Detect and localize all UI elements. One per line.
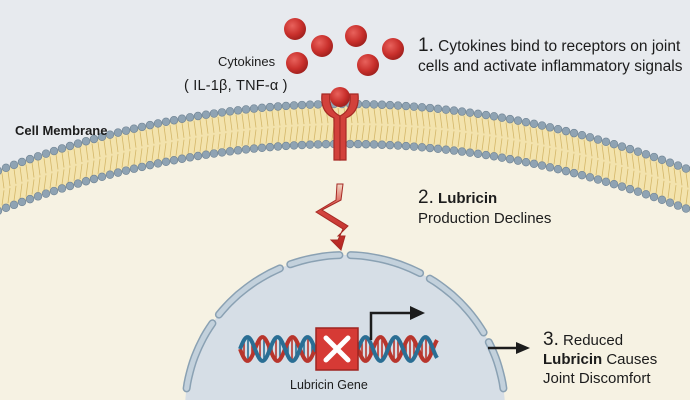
step-2-caption: 2. Lubricin Production Declines <box>418 188 678 229</box>
nuclear-envelope <box>182 251 508 393</box>
cytokine-molecule-icon <box>357 54 379 76</box>
step-text: Production Declines <box>418 210 552 227</box>
right-arrow-icon <box>488 342 530 354</box>
cytokine-molecule-icon <box>311 35 333 57</box>
bound-cytokine-icon <box>330 87 350 107</box>
cytokines-group <box>284 18 404 76</box>
gene-blocked-x-icon <box>315 327 359 371</box>
cytokine-molecule-icon <box>284 18 306 40</box>
step-3-caption: 3. Reduced Lubricin Causes Joint Discomf… <box>543 330 690 388</box>
cytokines-examples: ( IL-1β, TNF-α ) <box>184 78 288 94</box>
step-bold-term: Lubricin <box>543 351 603 368</box>
cell-membrane-label: Cell Membrane <box>15 123 108 138</box>
lubricin-gene-label: Lubricin Gene <box>290 378 368 392</box>
lightning-arrow-icon <box>315 183 349 251</box>
step-number: 2. <box>418 187 434 208</box>
cytokine-molecule-icon <box>345 25 367 47</box>
step-text: Causes Joint Discomfort <box>543 351 658 387</box>
step-number: 3. <box>543 329 559 350</box>
step-number: 1. <box>418 35 434 56</box>
cytokines-label: Cytokines <box>218 54 276 69</box>
step-1-caption: 1. Cytokines bind to receptors on joint … <box>418 36 688 77</box>
cytokine-molecule-icon <box>286 52 308 74</box>
dna-helix-icon <box>238 335 439 363</box>
membrane-core <box>0 104 690 211</box>
transcription-arrow-icon <box>369 306 425 340</box>
step-text: Cytokines bind to receptors on joint cel… <box>418 38 683 75</box>
receptor-icon <box>321 87 359 161</box>
cell-membrane <box>0 99 690 215</box>
cytokine-molecule-icon <box>382 38 404 60</box>
step-pre-text: Reduced <box>563 332 624 349</box>
step-bold-term: Lubricin <box>438 190 498 207</box>
